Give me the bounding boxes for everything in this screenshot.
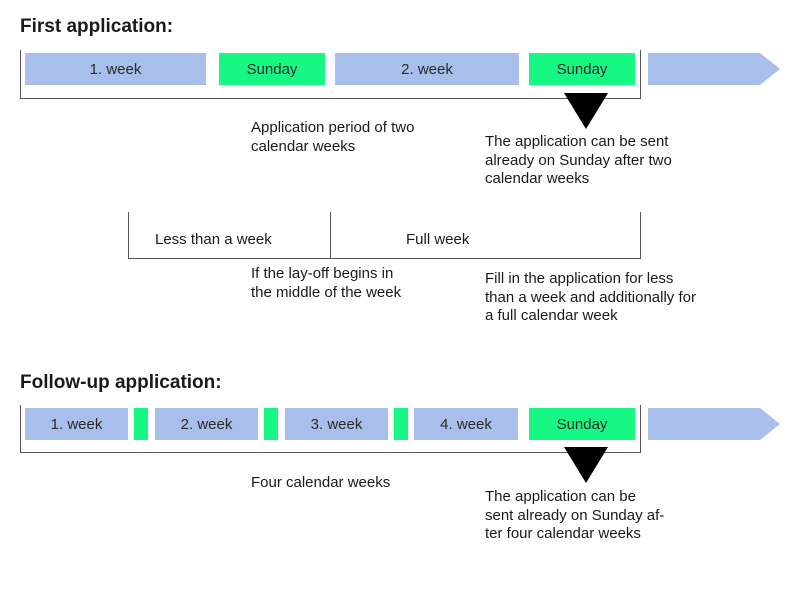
followup-sunday-separator-3 [394, 408, 408, 440]
followup-sunday-caption-line-2: sent already on Sunday af- [485, 506, 665, 524]
followup-sunday-caption: The application can be sent already on S… [485, 488, 705, 544]
followup-week-2-box: 2. week [155, 408, 258, 440]
fill-in-caption: Fill in the application for less than a … [485, 270, 696, 324]
followup-sunday-box: Sunday [529, 408, 635, 440]
followup-sunday-caption-line-1: The application can be [485, 488, 636, 505]
first-timeline-arrow [648, 53, 780, 85]
first-week-1-box: 1. week [25, 53, 206, 85]
full-week-label: Full week [406, 231, 470, 248]
followup-week-1-box: 1. week [25, 408, 128, 440]
followup-week-4-box: 4. week [414, 408, 518, 440]
first-sunday-caption: The application can be sent already on S… [485, 133, 672, 187]
followup-sunday-caption-line-3: ter four calendar weeks [485, 525, 641, 542]
followup-sunday-separator-2 [264, 408, 278, 440]
followup-period-caption: Four calendar weeks [251, 474, 391, 491]
first-week-2-box: 2. week [335, 53, 519, 85]
midweek-caption: If the lay-off begins in the middle of t… [251, 265, 402, 301]
followup-application-title: Follow-up application: [20, 372, 222, 393]
followup-sunday-separator-1 [134, 408, 148, 440]
partial-week-divider [330, 212, 331, 259]
first-application-title: First application: [20, 16, 174, 37]
followup-timeline-arrow [648, 408, 780, 440]
first-sunday-2-box: Sunday [529, 53, 635, 85]
followup-week-3-box: 3. week [285, 408, 388, 440]
first-sunday-marker-icon [564, 93, 608, 129]
first-period-bracket [20, 50, 641, 99]
first-period-caption: Application period of two calendar weeks [251, 119, 415, 155]
followup-period-bracket [20, 405, 641, 453]
less-than-week-label: Less than a week [155, 231, 272, 248]
followup-sunday-marker-icon [564, 447, 608, 483]
first-sunday-1-box: Sunday [219, 53, 325, 85]
partial-week-bracket [128, 212, 641, 259]
